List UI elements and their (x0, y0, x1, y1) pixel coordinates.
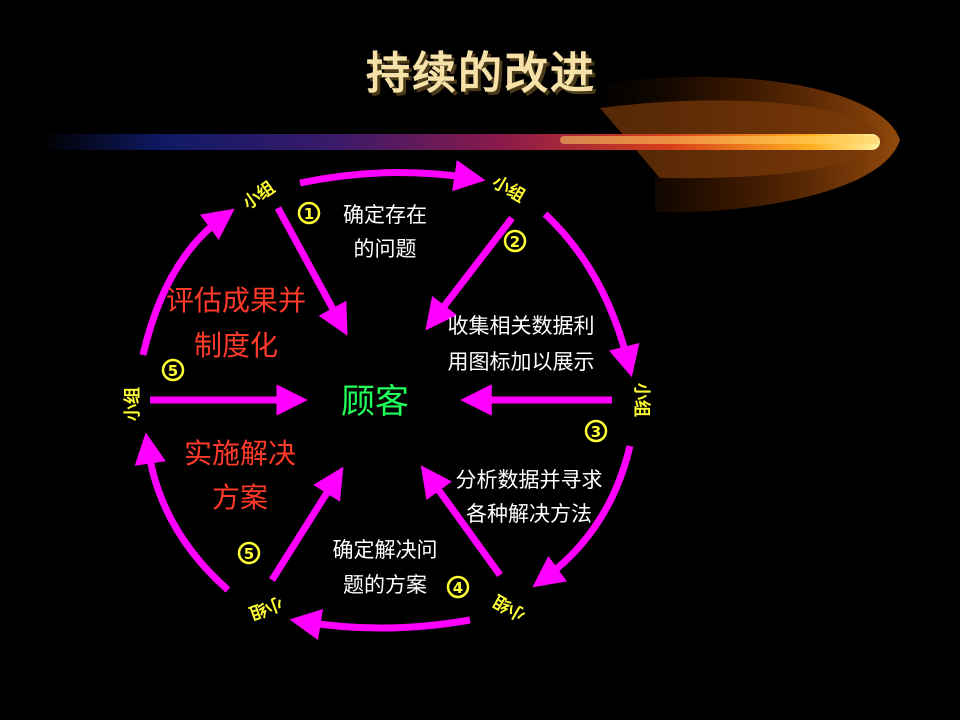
svg-text:确定解决问: 确定解决问 (333, 538, 438, 562)
ring-arrow-3-4 (532, 445, 634, 588)
center-customer-label: 顾客 (341, 382, 409, 422)
comet-beam-decoration (40, 76, 900, 213)
step-1-text: 确定存在 的问题 (343, 203, 427, 261)
team-label-bottom-right: 小组 (489, 590, 529, 625)
team-label-bottom-left: 小组 (246, 592, 285, 623)
svg-text:确定存在: 确定存在 (343, 203, 427, 227)
step-2-badge: 2 (503, 229, 527, 253)
svg-text:1: 1 (304, 205, 314, 223)
svg-text:实施解决: 实施解决 (184, 437, 296, 470)
team-labels: 小组 小组 小组 小组 小组 小组 (122, 172, 652, 626)
svg-text:4: 4 (453, 579, 463, 597)
svg-text:收集相关数据利: 收集相关数据利 (448, 314, 595, 338)
svg-text:各种解决方法: 各种解决方法 (466, 502, 592, 526)
cycle-ring (134, 160, 640, 641)
ring-arrow-4-5 (289, 608, 471, 641)
svg-text:用图标加以展示: 用图标加以展示 (448, 350, 595, 374)
step-2-text: 收集相关数据利 用图标加以展示 (448, 314, 595, 374)
ring-arrow-5-6 (134, 432, 231, 593)
team-label-right: 小组 (631, 383, 652, 417)
svg-text:的问题: 的问题 (354, 237, 417, 261)
ring-arrow-2-3 (542, 211, 640, 378)
step-6-badge: 5 (161, 358, 185, 382)
team-label-top-left: 小组 (239, 177, 279, 214)
svg-text:3: 3 (591, 423, 601, 441)
svg-text:5: 5 (168, 362, 178, 380)
spoke-4 (420, 465, 503, 578)
ring-arrow-1-2 (299, 160, 486, 192)
page-title: 持续的改进 (366, 48, 596, 99)
step-1-badge: 1 (297, 201, 321, 225)
step-3-badge: 3 (584, 419, 608, 443)
team-label-top-right: 小组 (489, 172, 529, 207)
svg-text:方案: 方案 (212, 481, 268, 514)
step-4-badge: 4 (446, 575, 470, 599)
center-spokes (150, 206, 612, 582)
team-label-left: 小组 (122, 387, 143, 421)
svg-text:评估成果并: 评估成果并 (166, 284, 306, 317)
step-5-text: 实施解决 方案 (184, 437, 296, 514)
ring-arrow-6-1 (139, 208, 235, 356)
step-3-text: 分析数据并寻求 各种解决方法 (456, 468, 603, 526)
svg-text:制度化: 制度化 (194, 329, 278, 362)
step-6-text: 评估成果并 制度化 (166, 284, 306, 362)
svg-text:分析数据并寻求: 分析数据并寻求 (456, 468, 603, 492)
page-title-shadow: 持续的改进 (369, 51, 599, 102)
step-5-badge: 5 (237, 541, 261, 565)
svg-text:2: 2 (510, 233, 520, 251)
svg-text:5: 5 (244, 545, 254, 563)
spoke-2 (425, 215, 515, 331)
spoke-1 (274, 206, 348, 336)
step-4-text: 确定解决问 题的方案 (333, 538, 438, 597)
spoke-5 (269, 466, 344, 582)
svg-text:题的方案: 题的方案 (343, 573, 427, 597)
